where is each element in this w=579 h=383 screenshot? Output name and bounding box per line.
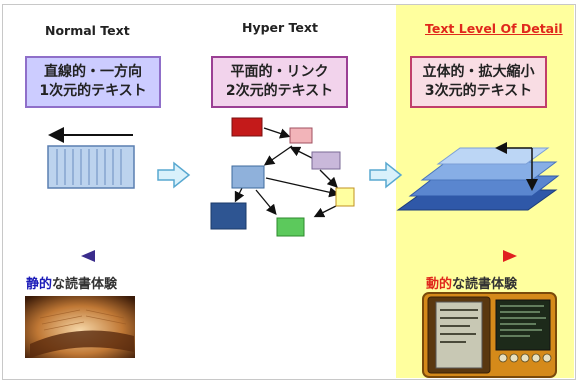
diagram-frame — [2, 4, 576, 380]
title-text-lod: Text Level Of Detail — [425, 21, 563, 36]
box-hyper-text: 平面的・リンク 2次元的テキスト — [211, 56, 348, 108]
ebook-reader-icon — [422, 292, 557, 378]
static-reading-label: 静的な読書体験 — [26, 273, 117, 292]
box-normal-line1: 直線的・一方向 — [44, 64, 142, 80]
static-to-dynamic-axis-arrow — [81, 250, 517, 262]
dynamic-reading-rest: な読書体験 — [452, 277, 518, 292]
box-lod-line2: 3次元的テキスト — [424, 83, 533, 99]
old-book-photo — [25, 296, 135, 358]
dynamic-reading-label: 動的な読書体験 — [426, 273, 517, 292]
box-hyper-line1: 平面的・リンク — [230, 64, 329, 80]
lod-stacked-layers-icon — [396, 142, 560, 211]
box-lod-text: 立体的・拡大縮小 3次元的テキスト — [410, 56, 547, 108]
hypertext-network-icon — [210, 117, 355, 237]
title-hyper-text: Hyper Text — [242, 20, 318, 35]
next-step-arrow-icon — [369, 161, 403, 189]
next-step-arrow-icon — [157, 161, 191, 189]
box-lod-line1: 立体的・拡大縮小 — [422, 64, 535, 80]
static-reading-rest: な読書体験 — [52, 277, 118, 292]
linear-text-page-icon — [47, 127, 135, 189]
title-normal-text: Normal Text — [45, 23, 130, 38]
dynamic-keyword: 動的 — [426, 277, 453, 292]
static-keyword: 静的 — [26, 277, 53, 292]
box-normal-line2: 1次元的テキスト — [39, 83, 147, 99]
box-hyper-line2: 2次元的テキスト — [225, 83, 334, 99]
box-normal-text: 直線的・一方向 1次元的テキスト — [25, 56, 161, 108]
